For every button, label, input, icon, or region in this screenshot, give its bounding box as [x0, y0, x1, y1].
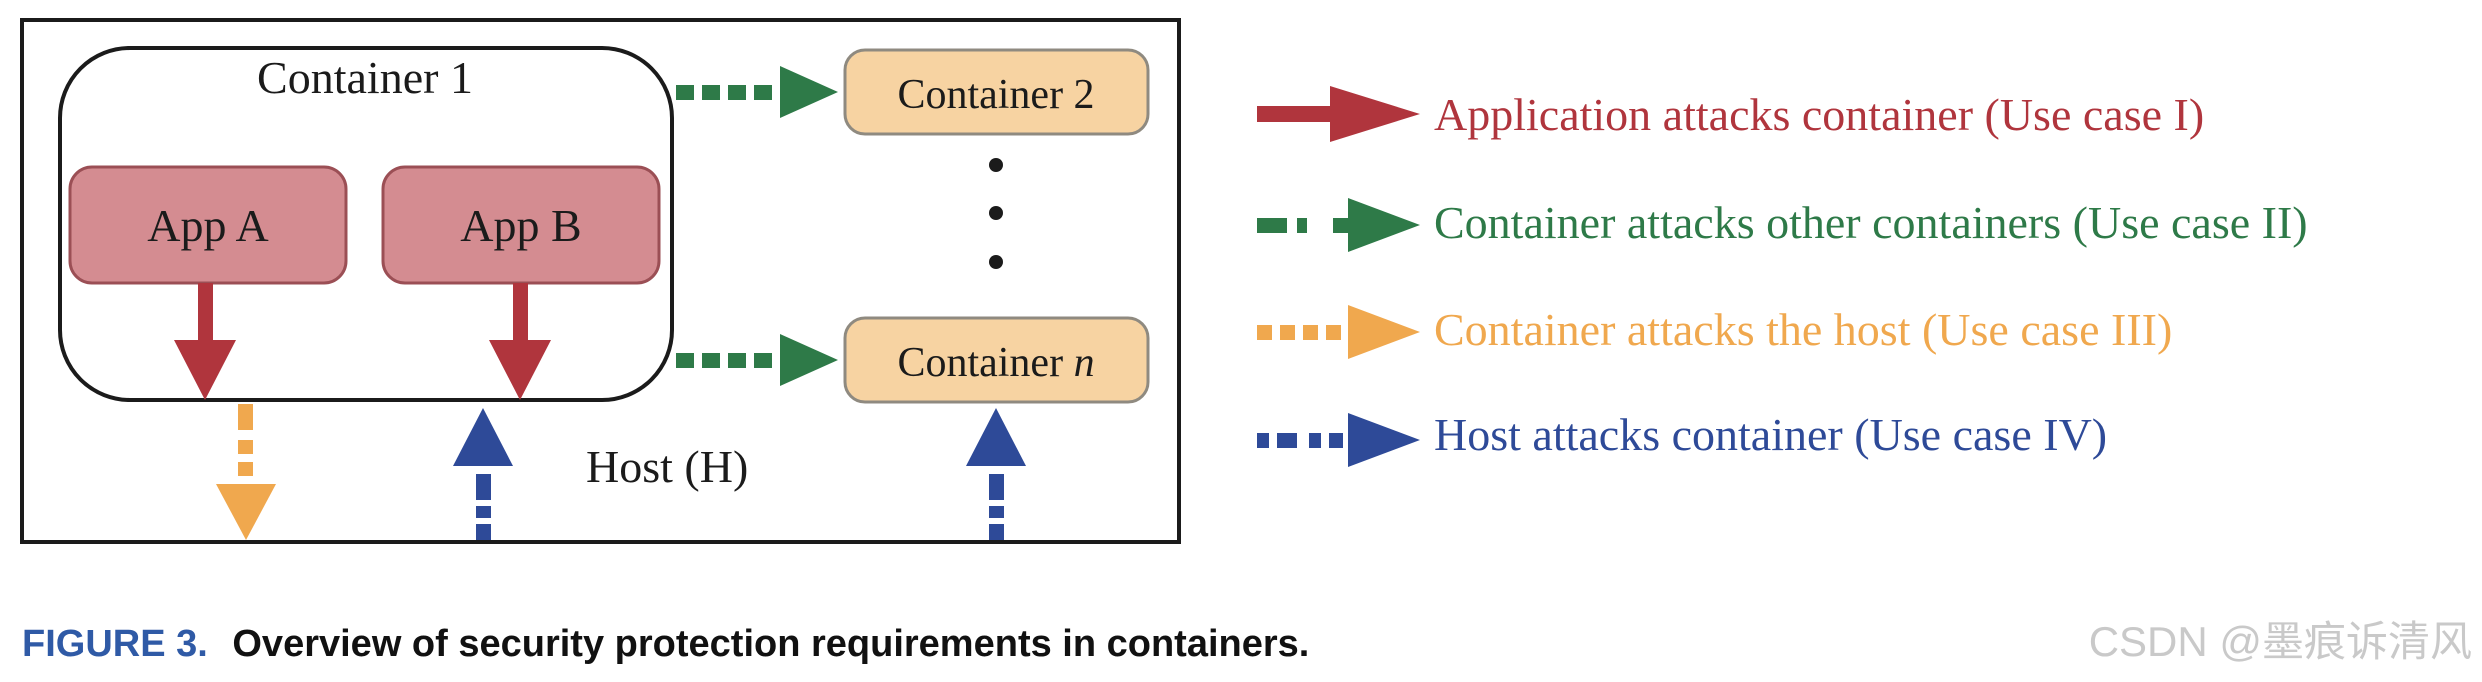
legend-label: Container attacks the host (Use case III… — [1434, 304, 2172, 355]
legend-item-use-case-3: Container attacks the host (Use case III… — [1257, 304, 2172, 359]
legend-arrowhead — [1330, 86, 1420, 142]
container-2-label: Container 2 — [897, 72, 1094, 118]
legend-dash — [1303, 325, 1318, 340]
legend-arrowhead — [1348, 305, 1420, 359]
legend-arrowhead — [1348, 413, 1420, 467]
legend-item-use-case-4: Host attacks container (Use case IV) — [1257, 409, 2107, 467]
figure-caption-label: FIGURE 3. — [22, 623, 208, 665]
legend-label: Host attacks container (Use case IV) — [1434, 409, 2107, 460]
legend-dash — [1329, 433, 1343, 448]
use-case-1-arrow-app-a — [174, 283, 236, 400]
use-case-2-arrow-to-container-2 — [676, 66, 838, 118]
legend-label: Application attacks container (Use case … — [1434, 89, 2204, 140]
legend-dash — [1257, 218, 1287, 233]
container-n-label: Container n — [897, 340, 1094, 386]
container-2-box — [843, 48, 1150, 136]
legend-dash — [1280, 325, 1295, 340]
host-box — [20, 18, 1181, 544]
ellipsis-dot — [989, 158, 1003, 172]
ellipsis-dot — [989, 255, 1003, 269]
use-case-4-arrow-host-to-container-1 — [453, 408, 513, 540]
use-case-3-arrow-container-to-host — [216, 404, 276, 540]
watermark: CSDN @墨痕诉清风 — [2089, 618, 2472, 665]
legend-dash — [1257, 433, 1269, 448]
figure-caption: FIGURE 3. Overview of security protectio… — [22, 623, 1309, 665]
legend-item-use-case-2: Container attacks other containers (Use … — [1257, 197, 2308, 252]
legend-arrowhead — [1348, 198, 1420, 252]
legend-dash — [1277, 433, 1297, 448]
container-n-box — [843, 316, 1150, 404]
legend-dash — [1297, 218, 1307, 233]
legend-dash — [1257, 325, 1272, 340]
use-case-2-arrow-to-container-n — [676, 334, 838, 386]
legend-dash — [1326, 325, 1341, 340]
figure-caption-text: Overview of security protection requirem… — [232, 623, 1309, 665]
app-a-label: App A — [147, 200, 268, 251]
app-b-label: App B — [460, 200, 581, 251]
use-case-4-arrow-host-to-container-n — [966, 408, 1026, 540]
host-label: Host (H) — [586, 441, 748, 492]
legend-line-solid — [1257, 106, 1333, 122]
legend-dash — [1333, 218, 1351, 233]
legend: Application attacks container (Use case … — [1257, 86, 2308, 467]
container-1-label: Container 1 — [257, 52, 473, 103]
ellipsis-dot — [989, 206, 1003, 220]
legend-item-use-case-1: Application attacks container (Use case … — [1257, 86, 2204, 142]
legend-dash — [1309, 433, 1321, 448]
legend-label: Container attacks other containers (Use … — [1434, 197, 2308, 248]
use-case-1-arrow-app-b — [489, 283, 551, 400]
